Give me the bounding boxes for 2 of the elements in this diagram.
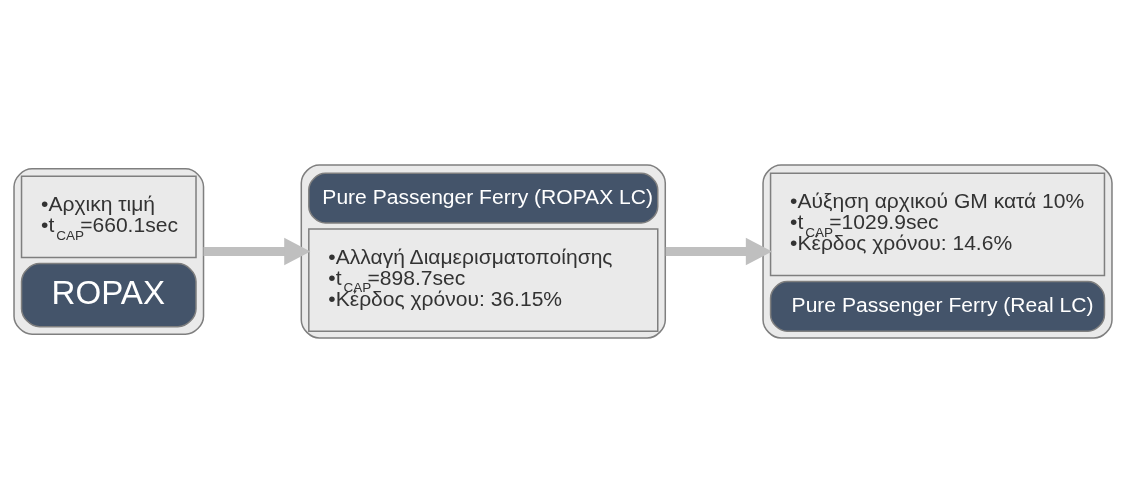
arrow [665,237,773,266]
arrow [203,237,311,266]
